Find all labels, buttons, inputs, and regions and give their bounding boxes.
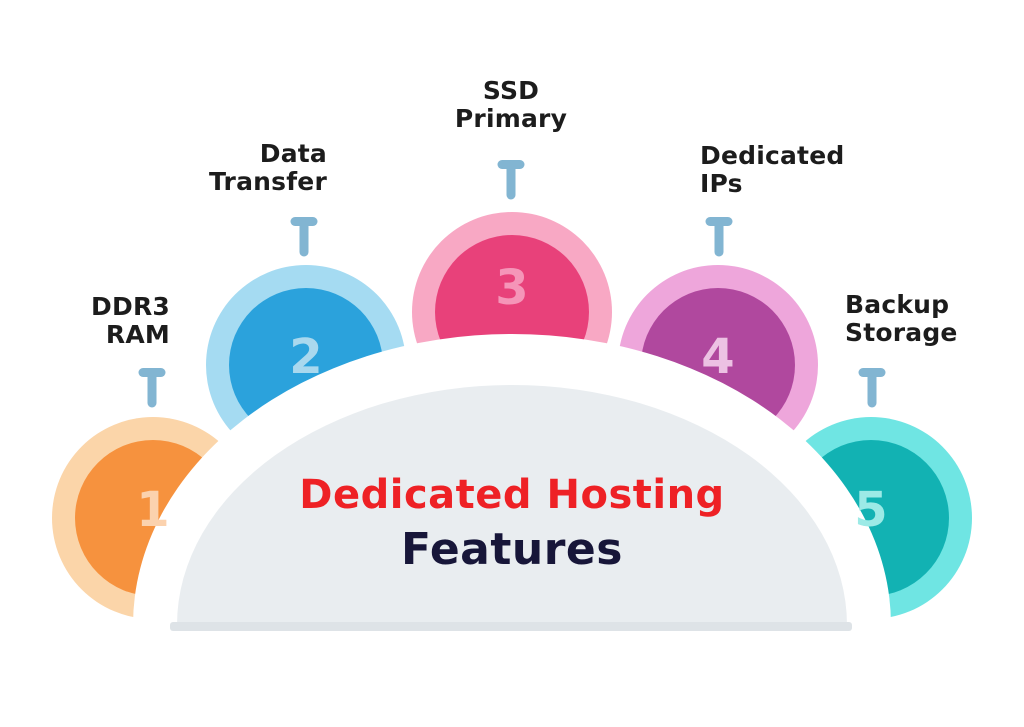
title-line-1: Dedicated Hosting <box>299 472 725 518</box>
feature-label-4-line2: IPs <box>700 169 743 198</box>
feature-number-2: 2 <box>289 329 323 385</box>
feature-number-5: 5 <box>854 482 888 538</box>
pin-icon-1 <box>138 368 166 408</box>
feature-label-3-line1: SSD <box>482 76 540 105</box>
feature-label-2: Data Transfer <box>147 140 327 196</box>
feature-number-3: 3 <box>495 260 529 316</box>
dome <box>177 385 847 625</box>
feature-number-4: 4 <box>701 329 735 385</box>
feature-number-1: 1 <box>136 482 170 538</box>
title-line-2: Features <box>401 524 623 575</box>
feature-label-4-line1: Dedicated <box>700 141 845 170</box>
feature-label-5: Backup Storage <box>845 291 1015 347</box>
feature-label-3-line2: Primary <box>454 104 568 133</box>
feature-label-1-line1: DDR3 <box>91 292 170 321</box>
feature-label-2-line2: Transfer <box>209 167 327 196</box>
feature-label-1-line2: RAM <box>105 320 170 349</box>
feature-label-3: SSD Primary <box>411 77 611 133</box>
feature-label-5-line1: Backup <box>845 290 950 319</box>
pin-icon-2 <box>290 217 318 257</box>
feature-label-1: DDR3 RAM <box>10 293 170 349</box>
pin-icon-5 <box>858 368 886 408</box>
pin-icon-3 <box>497 160 525 200</box>
feature-label-2-line1: Data <box>259 139 327 168</box>
dome-base-strip <box>170 622 852 631</box>
dome-title: Dedicated Hosting Features <box>0 468 1024 578</box>
feature-label-5-line2: Storage <box>845 318 958 347</box>
pin-icon-4 <box>705 217 733 257</box>
feature-label-4: Dedicated IPs <box>700 142 880 198</box>
